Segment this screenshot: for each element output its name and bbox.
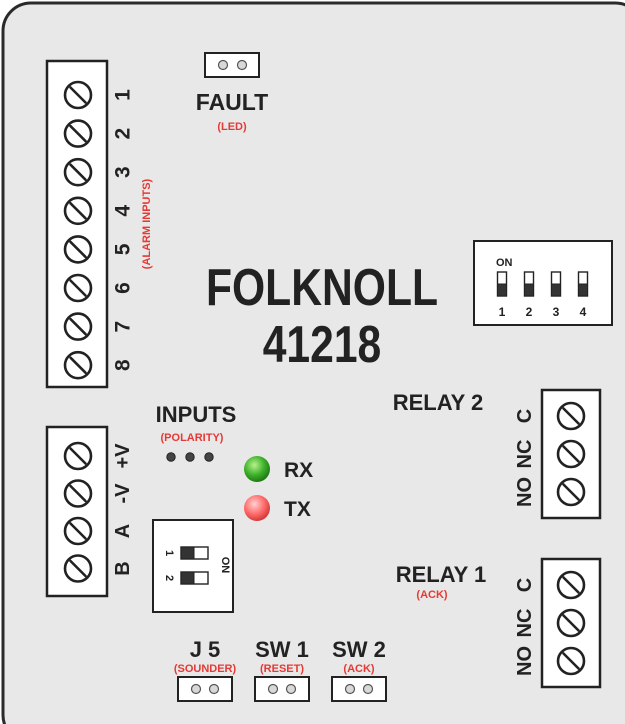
network-terminal-label: A [112,524,134,538]
fault-label: FAULT [196,89,268,115]
alarm-input-number: 1 [112,89,135,101]
relay1-label: RELAY 1 [396,562,487,587]
alarm-input-number: 8 [112,359,135,371]
jumper-label: SW 1 [255,637,309,662]
jumper-3[interactable]: SW 2(ACK) [331,637,387,702]
relay2-terminal-screw [556,439,586,469]
relay2-terminal-screw [556,401,586,431]
jumper-sublabel: (RESET) [260,663,304,675]
inputs-label: INPUTS [156,402,237,427]
relay2-terminal-screw [556,477,586,507]
tx-led [244,495,270,521]
alarm-input-screw [63,157,93,187]
alarm-input-number: 5 [112,243,135,255]
alarm-input-screw [63,119,93,148]
alarm-input-screw [63,196,93,226]
fault-led-header [204,52,260,78]
dip-switch-small-number: 2 [163,575,175,581]
alarm-input-screw [63,80,93,110]
network-terminal-screw [63,554,93,583]
dip-switch-main-toggle[interactable] [496,271,508,297]
dip-switch-main-on-label: ON [496,257,513,269]
relay1-terminal-screw [556,608,586,638]
relay2-terminal-label: NC [514,440,536,469]
dip-switch-main-number: 4 [580,305,587,319]
relay1-terminal-screw [556,570,586,600]
relay1-terminal-label: C [514,578,536,592]
relay2-terminal-label: NO [514,477,536,507]
jumper-header [254,676,310,702]
rx-label: RX [284,459,313,482]
alarm-input-screw [63,350,93,380]
dip-switch-main-toggle[interactable] [550,271,562,297]
alarm-input-screw [63,273,93,303]
tx-label: TX [284,498,311,521]
alarm-input-number: 3 [112,166,135,178]
dip-switch-small-toggle[interactable] [180,546,209,560]
alarm-input-screw [63,312,93,341]
relay1-terminal-label: NO [514,646,536,676]
network-terminal-label: +V [112,443,134,469]
jumper-1[interactable]: J 5(SOUNDER) [174,637,237,702]
jumper-label: J 5 [190,637,221,662]
relay1-sublabel: (ACK) [416,589,447,601]
network-terminal-label: B [112,561,134,575]
dip-switch-small-on-label: ON [219,557,231,574]
jumper-sublabel: (ACK) [343,663,374,675]
jumper-header [177,676,233,702]
jumper-sublabel: (SOUNDER) [174,663,237,675]
dip-switch-main-number: 1 [499,305,506,319]
network-terminal-label: -V [112,483,134,504]
jumper-2[interactable]: SW 1(RESET) [254,637,310,702]
alarm-input-number: 7 [112,321,135,333]
dip-switch-main[interactable] [473,240,613,326]
board-title-name: FOLKNOLL [206,259,438,317]
alarm-input-number: 4 [112,205,135,217]
dip-switch-small-number: 1 [163,550,175,556]
jumper-header [331,676,387,702]
network-terminal-screw [63,441,93,471]
network-terminal-screw [63,516,93,546]
board-title-model: 41218 [263,316,382,374]
alarm-input-number: 6 [112,282,135,294]
relay2-terminal-label: C [514,409,536,423]
alarm-input-number: 2 [112,128,135,140]
jumper-label: SW 2 [332,637,386,662]
inputs-polarity-header [166,452,214,462]
dip-switch-main-toggle[interactable] [577,271,589,297]
dip-switch-main-toggle[interactable] [523,271,535,297]
dip-switch-main-number: 2 [526,305,533,319]
dip-switch-small-toggle[interactable] [180,571,209,585]
alarm-input-screw [63,235,93,264]
rx-led [244,456,270,482]
inputs-sublabel: (POLARITY) [161,432,224,444]
fault-sublabel: (LED) [217,121,247,133]
dip-switch-main-number: 3 [553,305,560,319]
relay1-terminal-screw [556,646,586,676]
relay1-terminal-label: NC [514,609,536,638]
network-terminal-screw [63,479,93,508]
dip-switch-small[interactable] [152,519,234,613]
relay2-label: RELAY 2 [393,390,484,415]
alarm-inputs-caption: (ALARM INPUTS) [141,178,153,269]
